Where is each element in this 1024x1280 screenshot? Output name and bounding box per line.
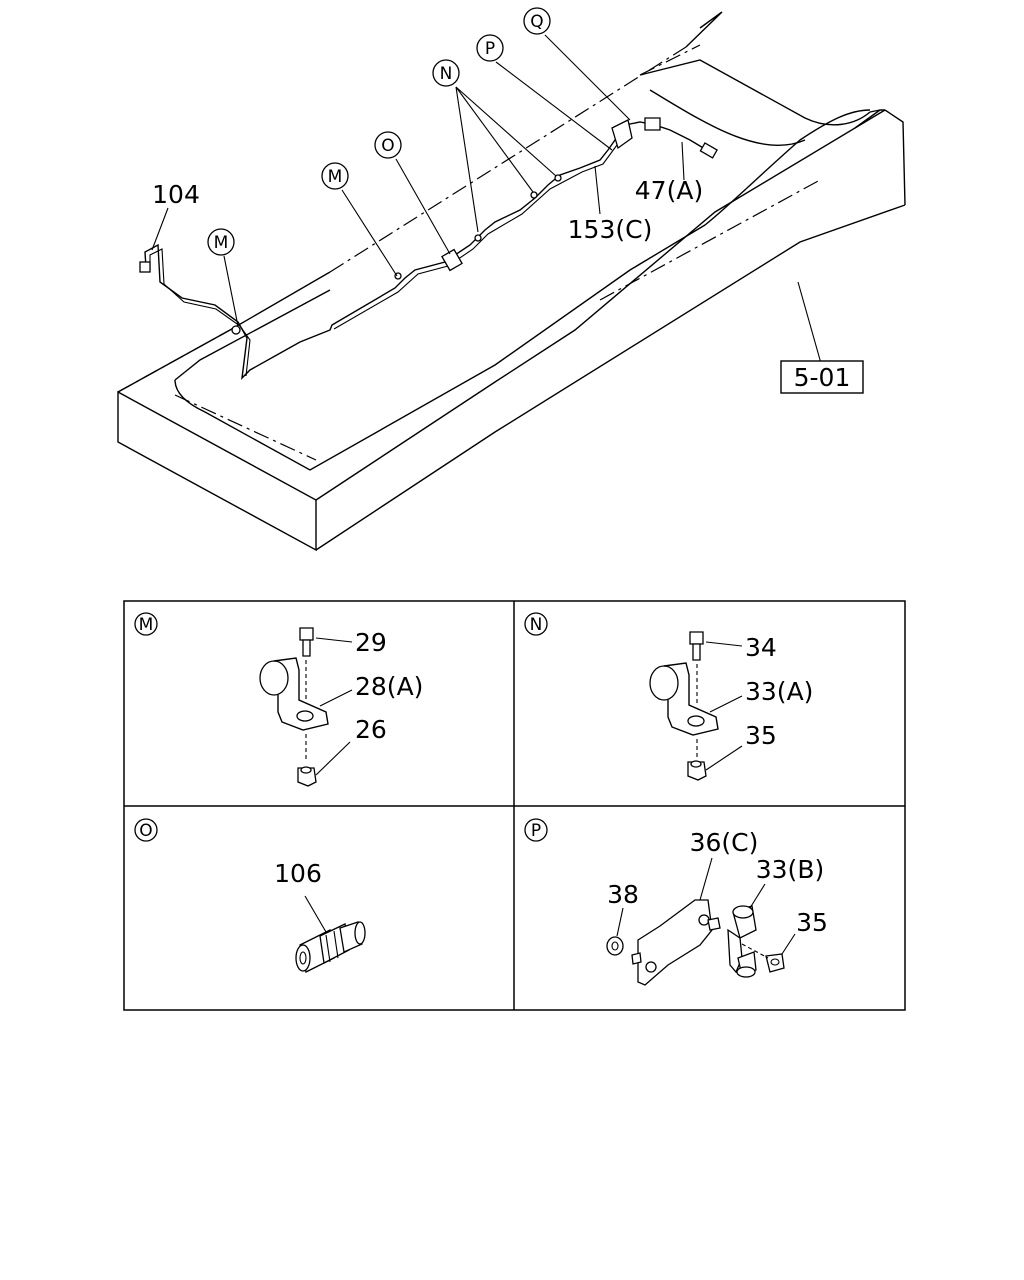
label-33a: 33(A) bbox=[745, 677, 813, 706]
callout-q: Q bbox=[523, 7, 551, 35]
label-47a: 47(A) bbox=[635, 176, 703, 205]
brake-pipe-assembly bbox=[139, 117, 718, 380]
detail-o: O 106 bbox=[134, 818, 366, 973]
detail-p: P 36(C) 33(B) 38 35 bbox=[524, 818, 828, 986]
nut-26 bbox=[297, 766, 317, 787]
label-153c: 153(C) bbox=[568, 215, 653, 244]
callout-n: N bbox=[432, 59, 460, 87]
nut-35-p bbox=[765, 953, 785, 973]
label-106: 106 bbox=[274, 859, 322, 888]
label-33b: 33(B) bbox=[756, 855, 824, 884]
label-35-p: 35 bbox=[796, 908, 828, 937]
bracket-36c bbox=[631, 899, 721, 986]
detail-m: M 29 28(A) 26 bbox=[134, 612, 423, 787]
svg-text:O: O bbox=[381, 136, 394, 156]
label-104: 104 bbox=[152, 180, 200, 209]
detail-m-letter: M bbox=[139, 615, 154, 635]
label-29: 29 bbox=[355, 628, 387, 657]
clip-33a bbox=[649, 662, 719, 736]
leader-lines bbox=[151, 34, 825, 375]
detail-o-letter: O bbox=[139, 821, 152, 841]
bolt-34 bbox=[689, 631, 704, 661]
reference-box[interactable]: 5-01 bbox=[780, 360, 864, 394]
clip-28a bbox=[259, 657, 329, 731]
clip-33b bbox=[727, 905, 757, 978]
ref-label: 5-01 bbox=[794, 363, 851, 392]
svg-text:M: M bbox=[328, 167, 343, 187]
bolt-29 bbox=[299, 627, 314, 657]
detail-grid bbox=[123, 600, 906, 1011]
label-28a: 28(A) bbox=[355, 672, 423, 701]
nut-35 bbox=[687, 760, 707, 781]
callout-m-mid: M bbox=[321, 162, 349, 190]
callout-m-left: M bbox=[207, 228, 235, 256]
label-38: 38 bbox=[607, 880, 639, 909]
detail-p-letter: P bbox=[531, 821, 541, 841]
callout-p: P bbox=[476, 34, 504, 62]
detail-n: N 34 33(A) 35 bbox=[524, 612, 813, 781]
label-36c: 36(C) bbox=[690, 828, 759, 857]
detail-n-letter: N bbox=[530, 615, 543, 635]
svg-text:Q: Q bbox=[530, 12, 543, 32]
label-34: 34 bbox=[745, 633, 777, 662]
label-35-n: 35 bbox=[745, 721, 777, 750]
frame-rail bbox=[117, 11, 906, 552]
label-26: 26 bbox=[355, 715, 387, 744]
svg-text:M: M bbox=[214, 233, 229, 253]
svg-text:P: P bbox=[485, 39, 495, 59]
callout-o: O bbox=[374, 131, 402, 159]
connector-106 bbox=[295, 921, 366, 973]
svg-text:N: N bbox=[440, 64, 453, 84]
nut-38 bbox=[606, 936, 624, 956]
